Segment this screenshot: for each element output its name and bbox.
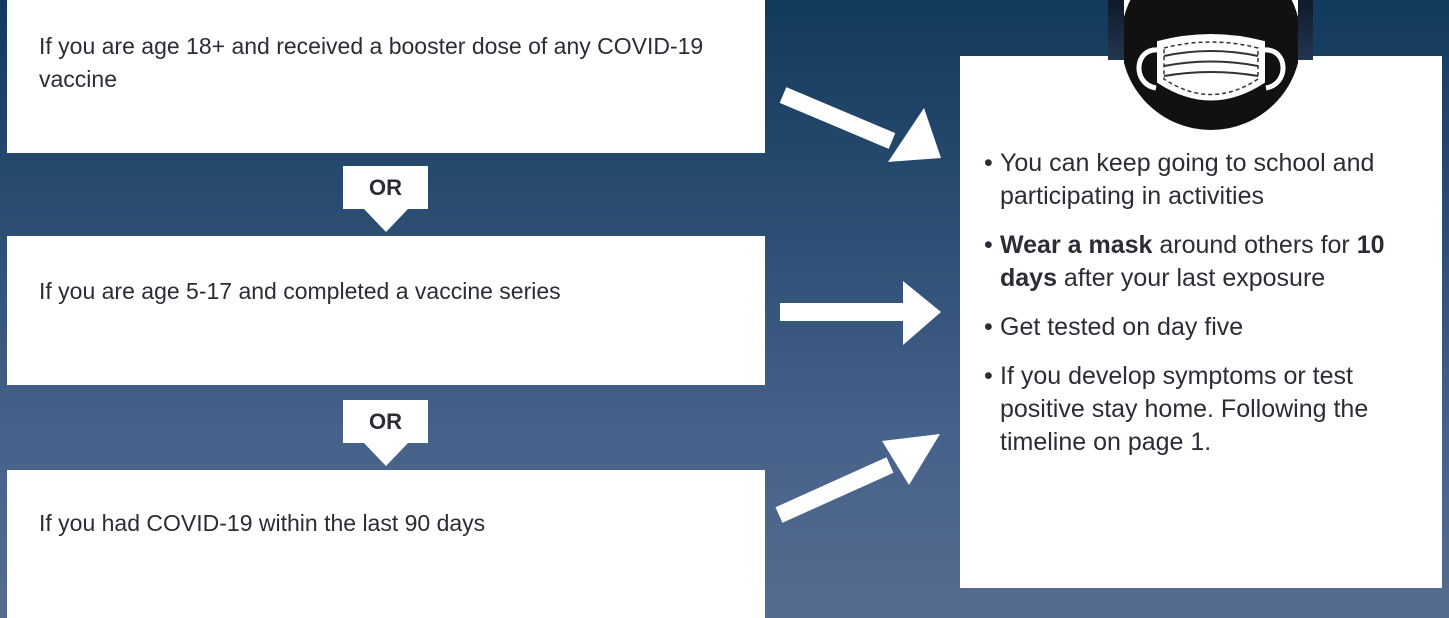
- arrow-diagonal-down-icon: [779, 87, 941, 162]
- bullet: •: [984, 362, 993, 390]
- arrow-diagonal-up-icon: [775, 434, 940, 523]
- result-box: • You can keep going to school and parti…: [960, 56, 1442, 588]
- or-label: OR: [343, 166, 428, 209]
- condition-box-booster: If you are age 18+ and received a booste…: [7, 0, 765, 153]
- or-connector: OR: [343, 400, 428, 466]
- or-label: OR: [343, 400, 428, 443]
- condition-text: If you are age 18+ and received a booste…: [39, 33, 704, 92]
- result-item-symptoms: • If you develop symptoms or test positi…: [984, 360, 1430, 459]
- result-item-mask: • Wear a mask around others for 10 days …: [984, 229, 1430, 295]
- down-arrow-icon: [364, 443, 408, 466]
- or-connector: OR: [343, 166, 428, 232]
- result-text: around others for: [1152, 231, 1357, 259]
- condition-box-recent-covid: If you had COVID-19 within the last 90 d…: [7, 470, 765, 618]
- face-mask-icon: [1124, 0, 1298, 136]
- result-text: Get tested on day five: [1000, 313, 1244, 341]
- bullet: •: [984, 149, 993, 177]
- condition-box-vaccine-series: If you are age 5-17 and completed a vacc…: [7, 236, 765, 385]
- emphasis-text: 10 days: [1000, 231, 1385, 292]
- result-text: If you develop symptoms or test positive…: [1000, 362, 1369, 456]
- emphasis-text: Wear a mask: [1000, 231, 1153, 259]
- bullet: •: [984, 231, 993, 259]
- result-item-test: • Get tested on day five: [984, 311, 1430, 344]
- condition-text: If you had COVID-19 within the last 90 d…: [39, 510, 486, 536]
- result-list: • You can keep going to school and parti…: [984, 147, 1430, 459]
- bullet: •: [984, 313, 993, 341]
- down-arrow-icon: [364, 209, 408, 232]
- result-item-school: • You can keep going to school and parti…: [984, 147, 1430, 213]
- result-text: after your last exposure: [1056, 264, 1326, 292]
- condition-text: If you are age 5-17 and completed a vacc…: [39, 278, 561, 304]
- result-text: You can keep going to school and partici…: [1000, 149, 1375, 210]
- arrow-right-icon: [780, 281, 941, 345]
